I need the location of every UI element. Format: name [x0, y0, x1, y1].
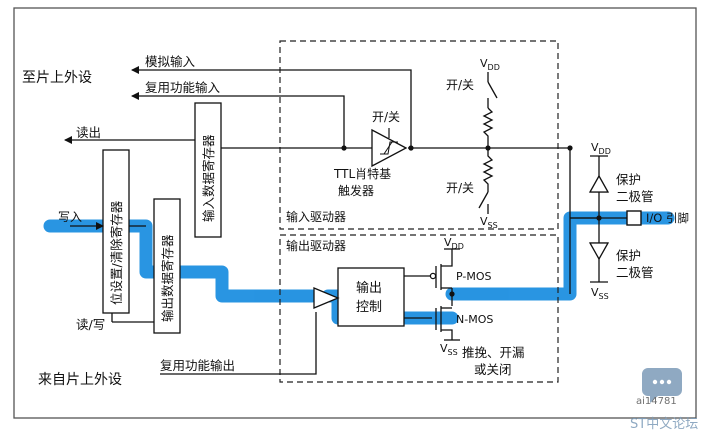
io-pin-label: I/O 引脚 — [646, 211, 689, 225]
write-in-label: 写入 — [58, 210, 82, 224]
input-driver-box — [279, 40, 559, 230]
junction-dots — [341, 145, 602, 297]
vss-nmos-label: VSS — [440, 342, 458, 357]
output-driver-label: 输出驱动器 — [286, 238, 346, 253]
pmos-label: P-MOS — [456, 270, 492, 283]
from-peripheral-label: 来自片上外设 — [38, 372, 122, 388]
chat-bubble-icon — [642, 368, 682, 403]
to-peripheral-label: 至片上外设 — [22, 70, 92, 86]
watermark-id: ai14781 — [636, 396, 677, 407]
alt-func-output-label: 复用功能输出 — [160, 358, 235, 373]
input-data-register — [194, 102, 222, 238]
set-reset-register — [102, 149, 130, 314]
protection-diode-upper-icon — [588, 174, 610, 193]
signal-lines — [64, 66, 627, 375]
output-buffer-icon — [313, 287, 340, 309]
diode-upper-label: 二极管 — [616, 189, 654, 204]
protect-upper-label: 保护 — [616, 172, 641, 187]
on-off-upper-label: 开/关 — [446, 78, 474, 92]
output-data-register-label: 输出数据寄存器 — [160, 234, 175, 322]
vss-pulldown-label: VSS — [480, 215, 498, 230]
on-off-lower-label: 开/关 — [446, 181, 474, 195]
output-control-label-2: 控制 — [356, 300, 382, 315]
schmitt-trigger-icon — [371, 128, 408, 168]
alt-func-input-label: 复用功能输入 — [145, 80, 221, 95]
input-data-register-label: 输入数据寄存器 — [201, 134, 216, 222]
on-off-schmitt-label: 开/关 — [372, 110, 400, 124]
schmitt-trigger-label: 触发器 — [338, 183, 374, 198]
outer-frame — [13, 7, 697, 419]
read-out-label: 读出 — [76, 125, 101, 140]
output-driver-box — [279, 234, 559, 383]
vdd-pmos-label: VDD — [444, 236, 464, 251]
io-pin-square — [626, 210, 642, 226]
forum-watermark: ai14781 ST中文论坛 — [630, 368, 698, 432]
diode-lower-label: 二极管 — [616, 265, 654, 280]
ttl-schmitt-label: TTL肖特基 — [333, 166, 391, 181]
watermark-site: ST中文论坛 — [630, 417, 698, 432]
input-driver-label: 输入驱动器 — [286, 209, 346, 224]
analog-input-label: 模拟输入 — [145, 54, 196, 69]
or-off-label: 或关闭 — [474, 362, 512, 377]
vdd-pullup-label: VDD — [480, 57, 500, 72]
read-write-label: 读/写 — [76, 317, 105, 332]
vdd-diode-label: VDD — [591, 141, 611, 156]
vss-diode-label: VSS — [591, 286, 609, 301]
protection-diode-lower-icon — [588, 242, 610, 261]
set-reset-register-label: 位设置/清除寄存器 — [109, 200, 124, 305]
protect-lower-label: 保护 — [616, 248, 641, 263]
nmos-label: N-MOS — [456, 313, 493, 326]
output-data-register — [153, 198, 181, 334]
push-pull-label: 推挽、开漏 — [462, 345, 525, 360]
output-control-label-1: 输出 — [356, 280, 382, 296]
